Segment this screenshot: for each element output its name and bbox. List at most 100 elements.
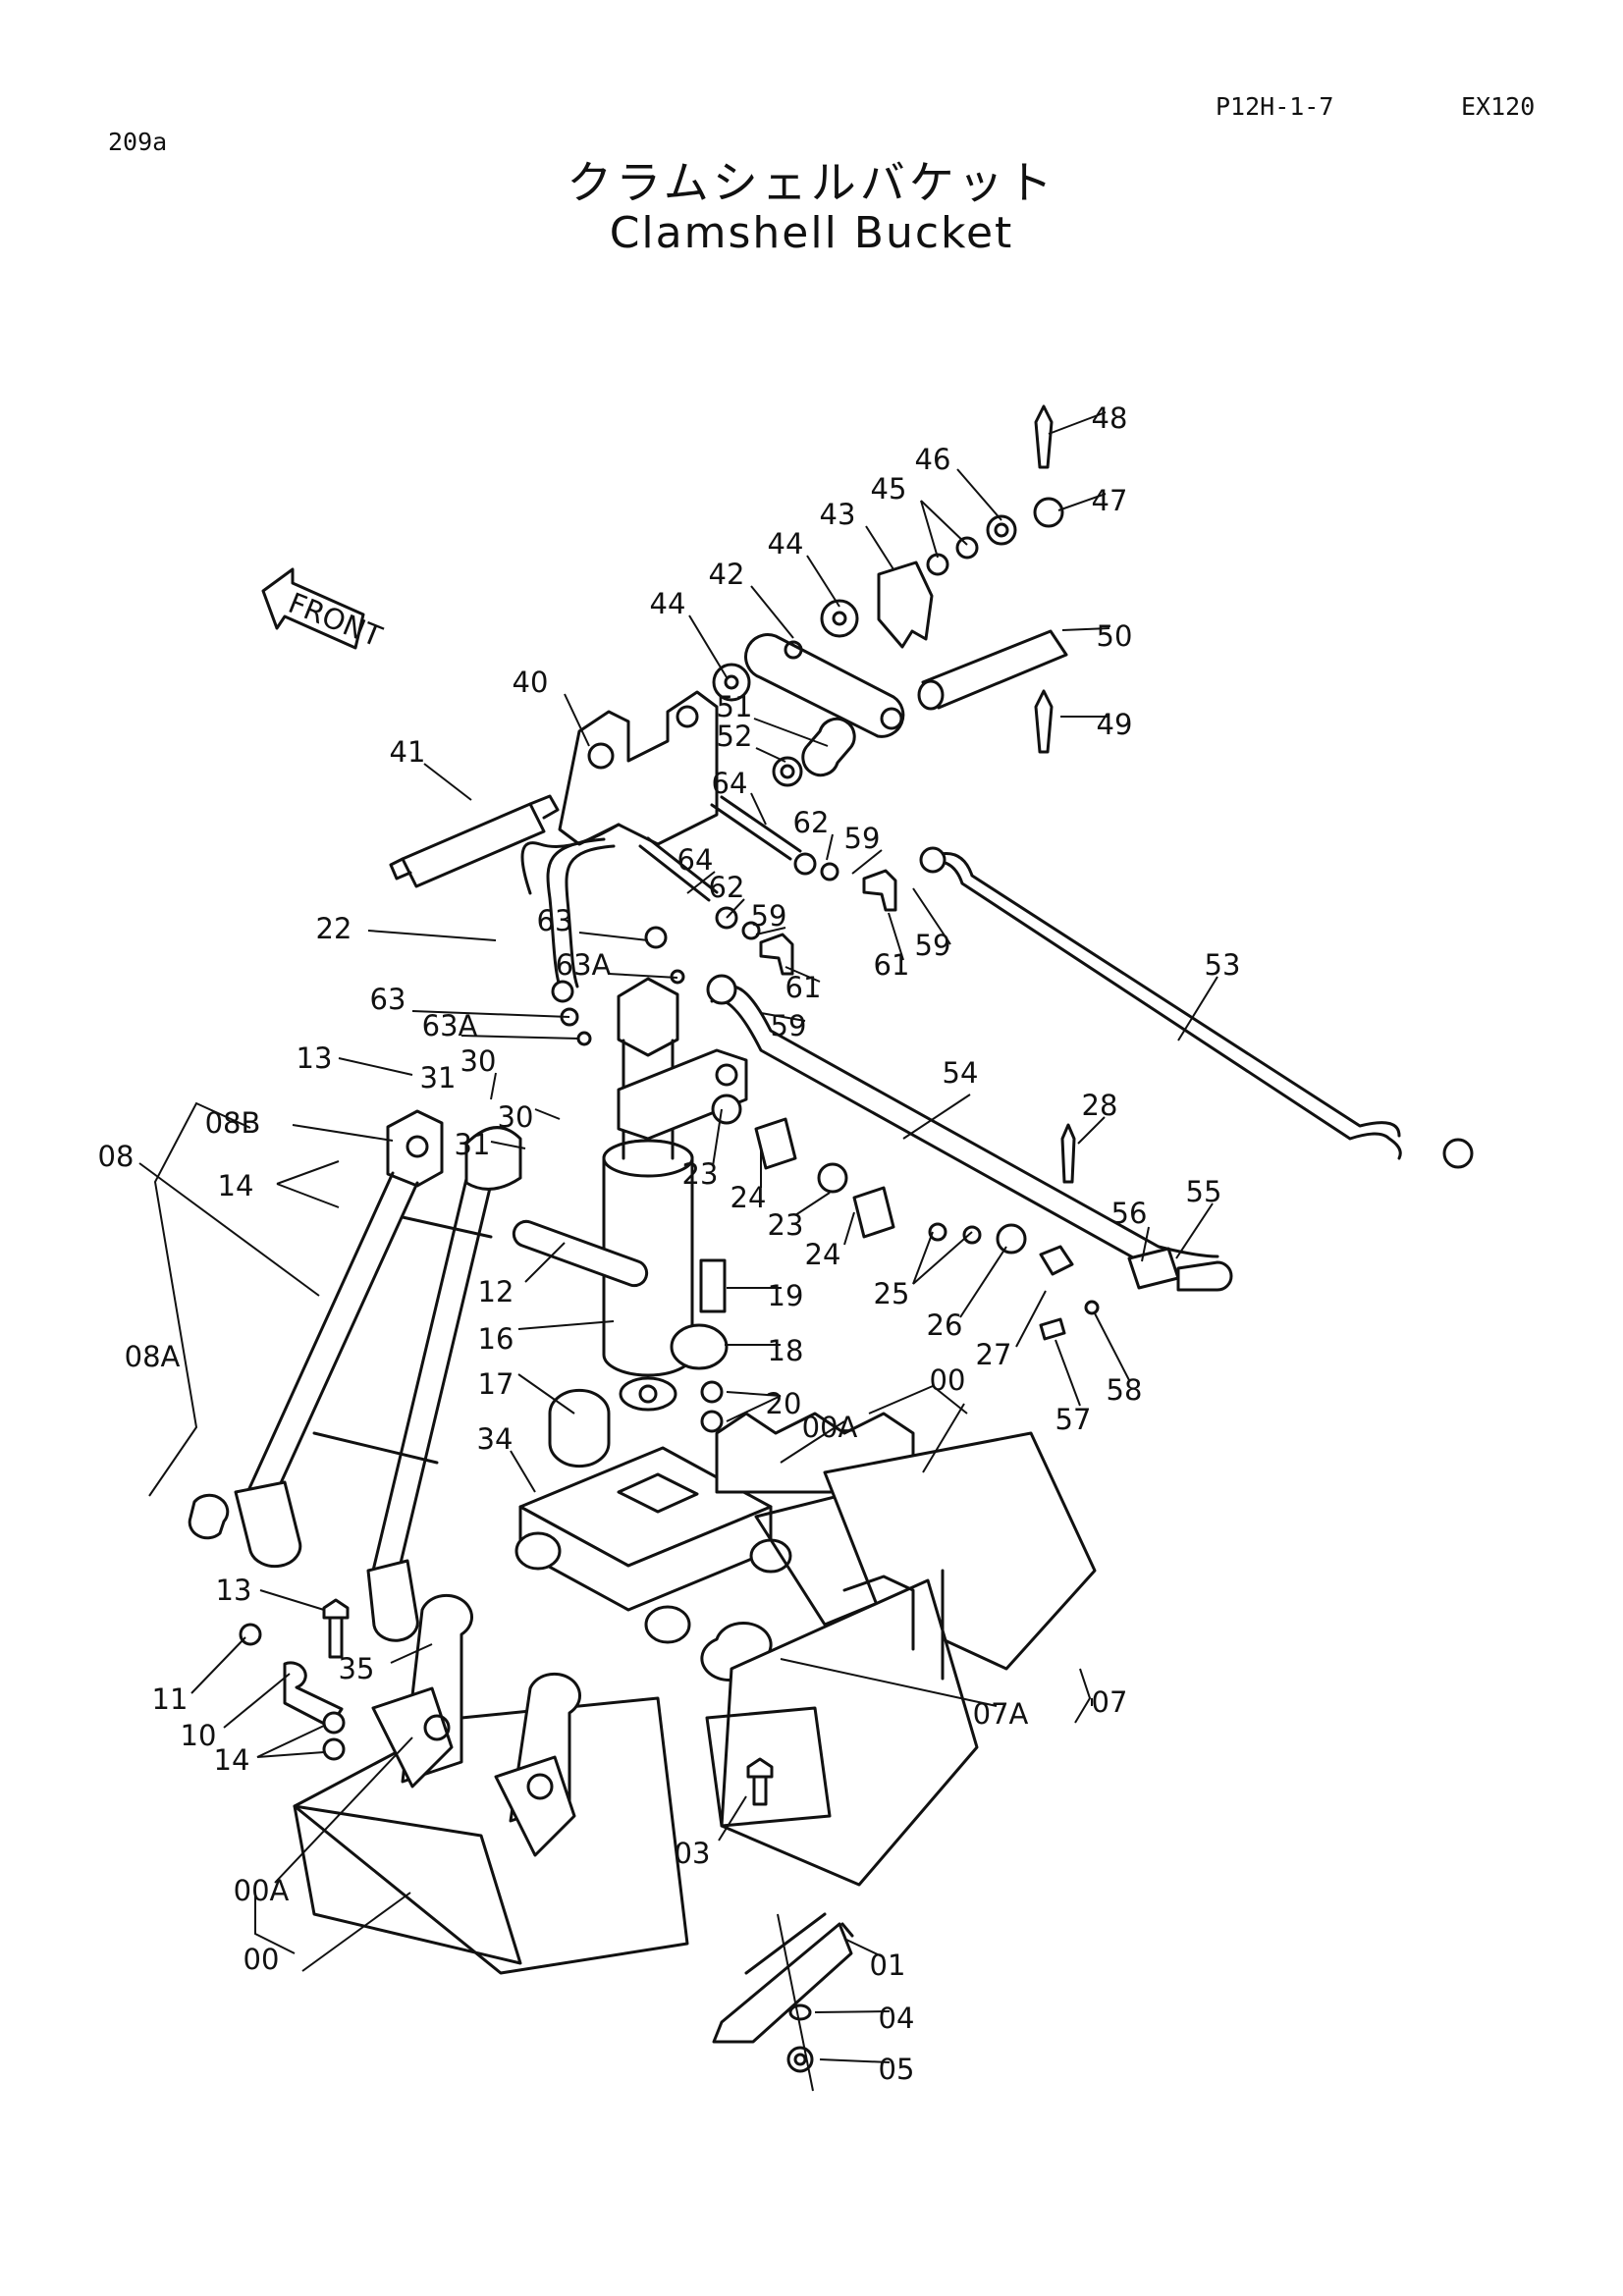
- callout-c45: 45: [871, 472, 907, 506]
- callout-c14b: 14: [214, 1743, 250, 1777]
- callout-c61a: 61: [874, 948, 910, 982]
- hose-lines: [520, 795, 897, 1046]
- leader-line: [274, 1736, 413, 1884]
- callout-c56: 56: [1111, 1197, 1148, 1230]
- callout-c63Aa: 63A: [556, 948, 612, 982]
- leader-line: [517, 1373, 575, 1415]
- leader-line: [1057, 493, 1107, 511]
- callout-c62a: 62: [793, 806, 830, 839]
- leader-line: [920, 500, 968, 546]
- leader-line: [338, 1057, 413, 1076]
- callout-c04: 04: [879, 2002, 915, 2035]
- leader-lines: [138, 411, 1218, 2092]
- callout-c48: 48: [1092, 401, 1128, 435]
- callout-c28: 28: [1082, 1089, 1118, 1122]
- callout-c30b: 30: [498, 1100, 534, 1134]
- leader-line: [517, 1320, 615, 1330]
- catalog-code: P12H-1-7: [1216, 92, 1334, 121]
- front-arrow-label: FRONT: [284, 586, 387, 654]
- link-frame-08: [188, 1109, 522, 1642]
- leader-line: [794, 1192, 831, 1216]
- callout-c46: 46: [915, 443, 951, 476]
- leader-line: [259, 1589, 325, 1611]
- callout-c44a: 44: [768, 527, 804, 561]
- callout-c51: 51: [717, 690, 753, 723]
- callout-c00b: 00: [243, 1943, 280, 1976]
- callout-c47: 47: [1092, 484, 1128, 517]
- callout-c30a: 30: [460, 1044, 497, 1078]
- callout-c59a: 59: [844, 822, 881, 855]
- leader-line: [726, 1395, 782, 1422]
- page-title-japanese: クラムシェルバケット: [567, 156, 1056, 209]
- callout-c44b: 44: [650, 587, 686, 620]
- callout-c05: 05: [879, 2053, 915, 2086]
- callout-c57: 57: [1055, 1403, 1092, 1436]
- callout-c63Ab: 63A: [422, 1009, 478, 1042]
- leader-line: [1055, 1339, 1081, 1407]
- leader-line: [686, 871, 716, 894]
- callout-c16: 16: [478, 1322, 514, 1356]
- callout-c25: 25: [874, 1277, 910, 1310]
- callout-c27: 27: [976, 1338, 1012, 1371]
- callout-c26: 26: [927, 1308, 963, 1342]
- pipe-54: [706, 974, 1233, 1292]
- leader-line: [718, 1795, 747, 1842]
- hydraulic-cylinder: [602, 977, 748, 1412]
- leader-line: [1094, 1312, 1130, 1381]
- leader-line: [1015, 1290, 1047, 1348]
- leader-line: [806, 555, 840, 608]
- leader-line: [750, 585, 794, 639]
- callout-c42: 42: [709, 558, 745, 591]
- leader-line: [390, 1643, 433, 1664]
- callout-c58: 58: [1107, 1373, 1143, 1407]
- leader-line: [276, 1160, 340, 1185]
- leader-line: [868, 1385, 934, 1415]
- callout-c40: 40: [513, 666, 549, 699]
- leader-line: [888, 912, 904, 961]
- callout-c18: 18: [768, 1334, 804, 1367]
- callout-c54: 54: [943, 1056, 979, 1090]
- leader-line: [1175, 1202, 1214, 1259]
- leader-line: [564, 693, 590, 747]
- leader-line: [819, 2058, 891, 2063]
- callout-c64a: 64: [712, 767, 748, 800]
- pipe-53: [919, 846, 1474, 1169]
- leader-line: [423, 763, 472, 801]
- leader-line: [608, 973, 678, 979]
- callout-c08A: 08A: [125, 1340, 181, 1373]
- leader-line: [902, 1094, 971, 1140]
- callout-c49: 49: [1097, 708, 1133, 741]
- lower-fasteners: [239, 1598, 774, 1806]
- leader-line: [1061, 627, 1110, 631]
- leader-line: [460, 1035, 580, 1040]
- leader-line: [1048, 411, 1107, 435]
- callout-c03: 03: [675, 1837, 711, 1870]
- callout-c55: 55: [1186, 1175, 1222, 1208]
- callout-c41: 41: [390, 735, 426, 769]
- callout-c00Aa: 00A: [802, 1411, 858, 1444]
- callout-c23b: 23: [768, 1208, 804, 1242]
- callout-c00a: 00: [930, 1363, 966, 1397]
- callout-c35: 35: [339, 1652, 375, 1685]
- leader-line: [190, 1636, 246, 1694]
- leader-line: [367, 930, 497, 941]
- leader-line: [753, 718, 829, 747]
- callout-c17: 17: [478, 1367, 514, 1401]
- leader-line: [534, 1108, 561, 1120]
- leader-line: [777, 1913, 814, 2092]
- leader-line: [726, 1391, 782, 1397]
- top-link-assembly: [712, 404, 1068, 787]
- leader-line: [922, 1403, 965, 1473]
- leader-line: [760, 1012, 806, 1022]
- callout-c20: 20: [766, 1387, 802, 1420]
- tooth-assembly: [712, 1912, 854, 2073]
- callout-c08: 08: [98, 1140, 135, 1173]
- leader-line: [712, 1108, 723, 1167]
- callout-c53: 53: [1205, 948, 1241, 982]
- callout-c22: 22: [316, 912, 352, 945]
- leader-line: [256, 1751, 325, 1758]
- leader-line: [256, 1725, 325, 1758]
- leader-line: [411, 1010, 570, 1018]
- callout-c59d: 59: [771, 1009, 807, 1042]
- pins-and-bushings: [512, 1094, 1180, 1468]
